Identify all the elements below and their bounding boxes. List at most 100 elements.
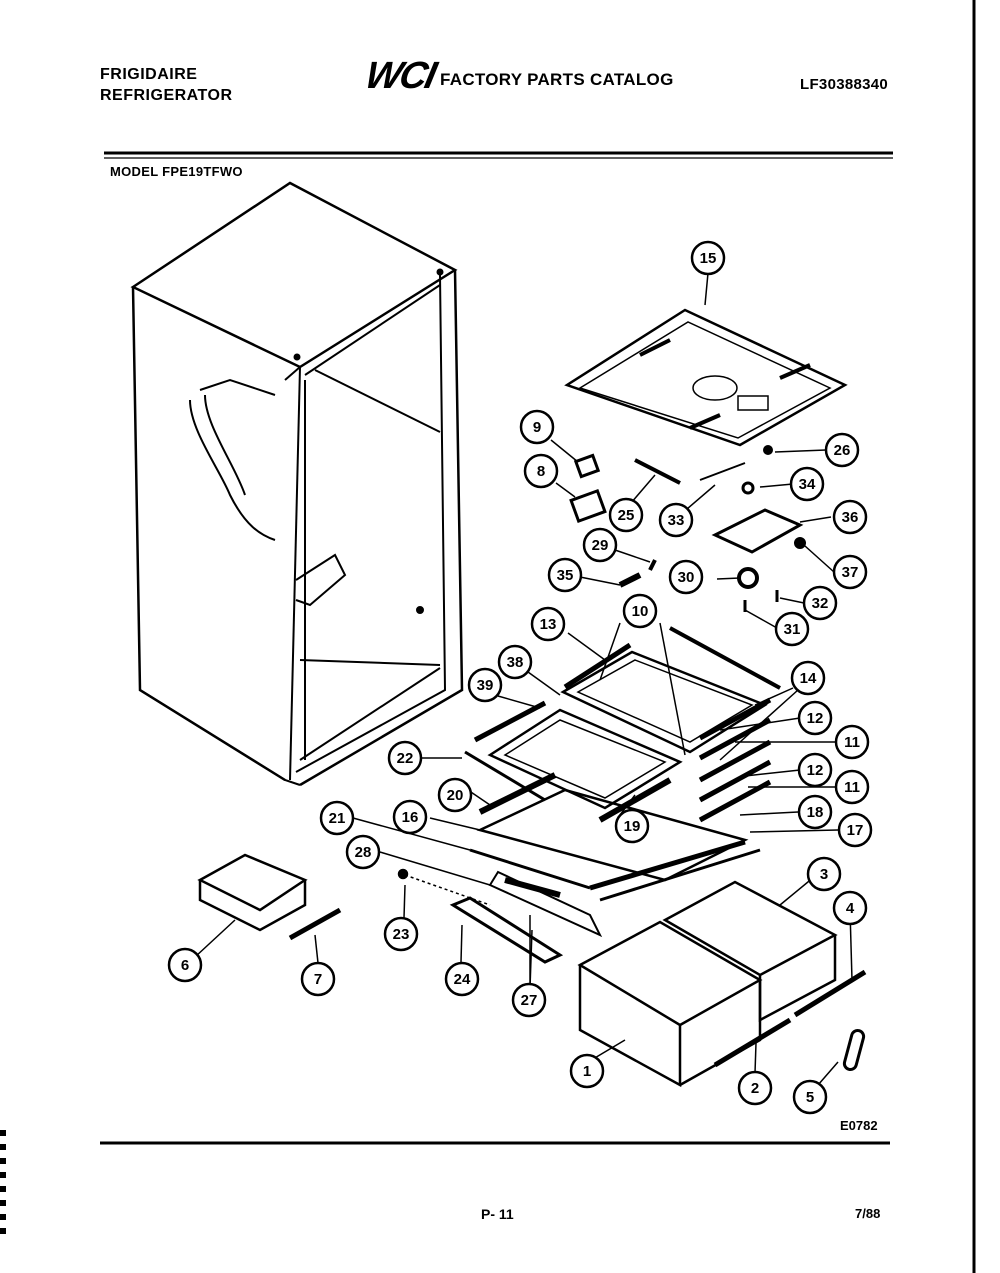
callout-number: 9 xyxy=(533,419,541,436)
drawers-drawing xyxy=(197,853,867,1088)
wci-logo: WCI xyxy=(361,55,439,97)
callout-11: 11 xyxy=(834,769,870,805)
callout-number: 13 xyxy=(540,616,557,633)
callout-7: 7 xyxy=(300,961,336,997)
callout-circle xyxy=(797,752,833,788)
callout-circle xyxy=(167,947,203,983)
callout-3: 3 xyxy=(806,856,842,892)
callout-23: 23 xyxy=(383,916,419,952)
callout-circle xyxy=(530,606,566,642)
callout-number: 37 xyxy=(842,564,859,581)
callout-17: 17 xyxy=(837,812,873,848)
callout-circle xyxy=(569,1053,605,1089)
callout-number: 12 xyxy=(807,762,824,779)
callout-circle xyxy=(614,808,650,844)
callout-circle xyxy=(519,409,555,445)
callout-number: 31 xyxy=(784,621,801,638)
callout-circle xyxy=(832,499,868,535)
callout-number: 32 xyxy=(812,595,829,612)
callout-31: 31 xyxy=(774,611,810,647)
callout-number: 29 xyxy=(592,537,609,554)
callout-30: 30 xyxy=(668,559,704,595)
brand-line-2: REFRIGERATOR xyxy=(100,87,233,104)
callout-number: 25 xyxy=(618,507,635,524)
callout-number: 2 xyxy=(751,1080,759,1097)
callout-number: 1 xyxy=(583,1063,591,1080)
callout-22: 22 xyxy=(387,740,423,776)
callout-circle xyxy=(622,593,658,629)
callout-circle xyxy=(834,724,870,760)
callout-32: 32 xyxy=(802,585,838,621)
callout-number: 5 xyxy=(806,1089,814,1106)
callout-20: 20 xyxy=(437,777,473,813)
small-parts-drawing xyxy=(569,445,806,612)
callout-number: 16 xyxy=(402,809,419,826)
callout-circle xyxy=(824,432,860,468)
callout-28: 28 xyxy=(345,834,381,870)
callout-circle xyxy=(523,453,559,489)
callout-35: 35 xyxy=(547,557,583,593)
callout-circle xyxy=(319,800,355,836)
callout-2: 2 xyxy=(737,1070,773,1106)
callout-number: 17 xyxy=(847,822,864,839)
callout-11: 11 xyxy=(834,724,870,760)
callout-number: 8 xyxy=(537,463,545,480)
callout-15: 15 xyxy=(690,240,726,276)
callout-circle xyxy=(774,611,810,647)
callout-8: 8 xyxy=(523,453,559,489)
callout-circle xyxy=(832,890,868,926)
callout-number: 28 xyxy=(355,844,372,861)
callout-6: 6 xyxy=(167,947,203,983)
callout-25: 25 xyxy=(608,497,644,533)
callout-circle xyxy=(437,777,473,813)
callout-leaders xyxy=(194,272,853,1086)
brand-line-1: FRIGIDAIRE xyxy=(100,66,198,83)
callout-33: 33 xyxy=(658,502,694,538)
callout-26: 26 xyxy=(824,432,860,468)
callout-number: 10 xyxy=(632,603,649,620)
model-number: MODEL FPE19TFWO xyxy=(110,164,243,179)
callout-circle xyxy=(834,769,870,805)
callout-circle xyxy=(658,502,694,538)
callout-number: 12 xyxy=(807,710,824,727)
callout-circle xyxy=(797,700,833,736)
callout-number: 11 xyxy=(844,734,860,751)
callout-4: 4 xyxy=(832,890,868,926)
callout-number: 21 xyxy=(329,810,346,827)
callout-circle xyxy=(690,240,726,276)
callout-29: 29 xyxy=(582,527,618,563)
callout-circle xyxy=(797,794,833,830)
callout-14: 14 xyxy=(790,660,826,696)
callout-39: 39 xyxy=(467,667,503,703)
callout-38: 38 xyxy=(497,644,533,680)
callout-circle xyxy=(300,961,336,997)
callout-9: 9 xyxy=(519,409,555,445)
callout-number: 24 xyxy=(454,971,471,988)
callout-circle xyxy=(737,1070,773,1106)
callout-1: 1 xyxy=(569,1053,605,1089)
callout-number: 34 xyxy=(799,476,816,493)
callout-13: 13 xyxy=(530,606,566,642)
callout-10: 10 xyxy=(622,593,658,629)
callout-12: 12 xyxy=(797,752,833,788)
callout-number: 33 xyxy=(668,512,685,529)
catalog-number: LF30388340 xyxy=(800,76,889,93)
callout-circle xyxy=(392,799,428,835)
callout-number: 15 xyxy=(700,250,717,267)
callout-circle xyxy=(345,834,381,870)
callout-34: 34 xyxy=(789,466,825,502)
callout-circle xyxy=(792,1079,828,1115)
callout-number: 3 xyxy=(820,866,828,883)
callout-number: 6 xyxy=(181,957,189,974)
callout-circle xyxy=(511,982,547,1018)
callout-number: 35 xyxy=(557,567,574,584)
callout-number: 14 xyxy=(800,670,817,687)
callout-27: 27 xyxy=(511,982,547,1018)
callout-number: 36 xyxy=(842,509,859,526)
callout-18: 18 xyxy=(797,794,833,830)
shelves-drawing xyxy=(464,626,781,938)
callout-number: 26 xyxy=(834,442,851,459)
callout-24: 24 xyxy=(444,961,480,997)
callout-5: 5 xyxy=(792,1079,828,1115)
